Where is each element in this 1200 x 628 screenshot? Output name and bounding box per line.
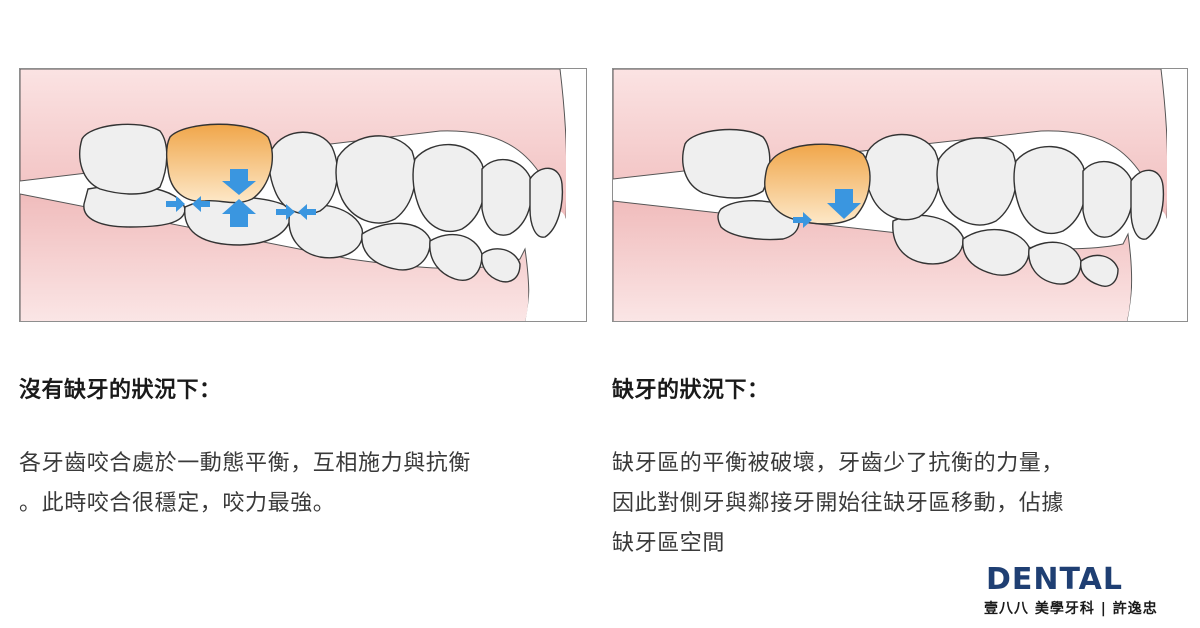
description-no-missing-tooth: 各牙齒咬合處於一動態平衡，互相施力與抗衡 。此時咬合很穩定，咬力最強。	[19, 444, 471, 524]
upper-teeth	[79, 123, 564, 238]
description-line: 各牙齒咬合處於一動態平衡，互相施力與抗衡	[19, 451, 472, 476]
diagram-missing-tooth	[612, 68, 1188, 322]
right-arrow-icon	[166, 196, 185, 212]
force-arrows	[793, 189, 861, 228]
heading-no-missing-tooth: 沒有缺牙的狀況下：	[19, 378, 222, 403]
teeth-illustration-balanced	[20, 69, 586, 321]
heading-missing-tooth: 缺牙的狀況下：	[612, 378, 770, 403]
diagram-no-missing-tooth	[19, 68, 587, 322]
down-arrow-icon	[222, 169, 256, 195]
logo-wordmark: DENTAL	[986, 562, 1123, 597]
right-arrow-icon	[276, 204, 295, 220]
right-arrow-icon	[793, 212, 812, 228]
clinic-logo: DENTAL 壹八八 美學牙科 | 許逸忠	[984, 562, 1190, 620]
teeth-illustration-missing	[613, 69, 1187, 321]
logo-subtitle: 壹八八 美學牙科 | 許逸忠	[984, 601, 1158, 617]
down-arrow-icon	[827, 189, 861, 219]
force-arrows	[166, 169, 316, 227]
up-arrow-icon	[222, 199, 256, 227]
upper-teeth	[682, 128, 1165, 240]
description-line: 缺牙區空間	[612, 531, 726, 556]
highlighted-tooth	[764, 143, 871, 225]
description-missing-tooth: 缺牙區的平衡被破壞，牙齒少了抗衡的力量， 因此對側牙與鄰接牙開始往缺牙區移動，佔…	[612, 444, 1064, 564]
highlighted-tooth	[165, 123, 273, 204]
left-arrow-icon	[298, 204, 316, 220]
left-arrow-icon	[192, 196, 210, 212]
description-line: 缺牙區的平衡被破壞，牙齒少了抗衡的力量，	[612, 451, 1065, 476]
lower-teeth	[83, 184, 521, 283]
description-line: 。此時咬合很穩定，咬力最強。	[19, 491, 336, 516]
description-line: 因此對側牙與鄰接牙開始往缺牙區移動，佔據	[612, 491, 1065, 516]
